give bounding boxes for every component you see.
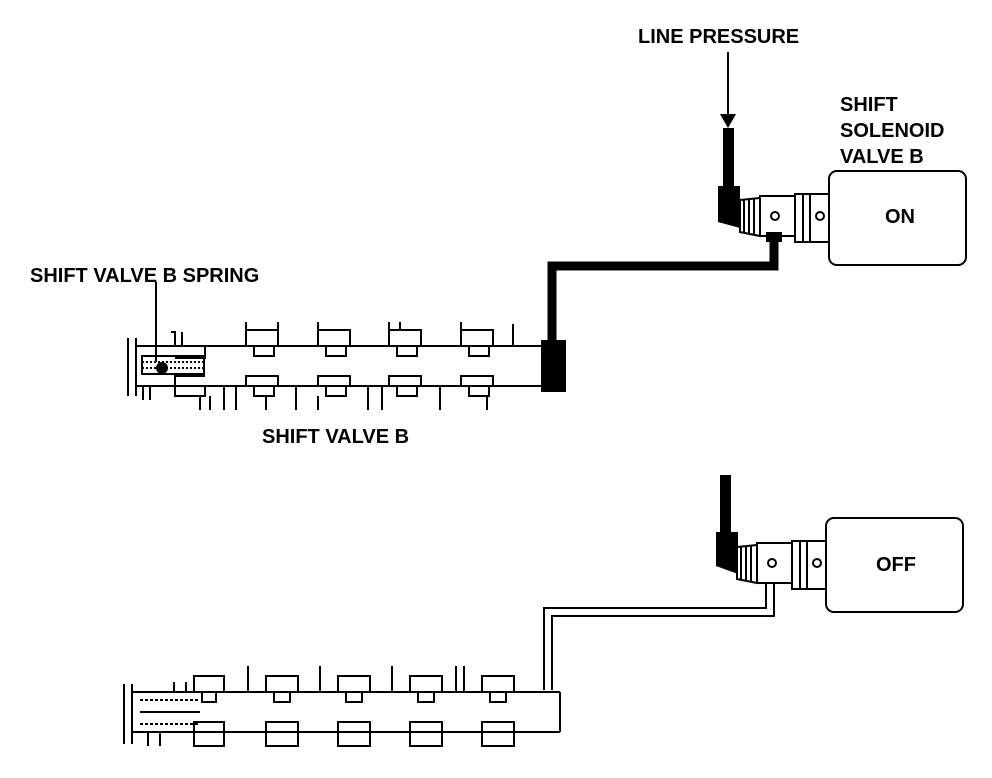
spring-callout-dot bbox=[156, 362, 168, 374]
pressure-passage-off bbox=[543, 583, 775, 690]
solenoid-valve-off: OFF bbox=[736, 517, 964, 613]
solenoid-state-off: OFF bbox=[876, 554, 916, 576]
solenoid-label-line2: SOLENOID bbox=[840, 120, 944, 142]
valve-label: SHIFT VALVE B bbox=[262, 426, 409, 448]
solenoid-label-line1: SHIFT bbox=[840, 94, 898, 116]
shift-valve-top bbox=[127, 322, 541, 410]
pressure-passage-on bbox=[541, 240, 779, 392]
solenoid-state-on: ON bbox=[885, 206, 915, 228]
solenoid-valve-on: ON bbox=[739, 170, 967, 266]
spring-label: SHIFT VALVE B SPRING bbox=[30, 265, 259, 287]
solenoid-label-line3: VALVE B bbox=[840, 146, 924, 168]
line-pressure-arrow bbox=[718, 52, 740, 228]
line-pressure-pipe-off bbox=[716, 475, 738, 574]
line-pressure-label: LINE PRESSURE bbox=[638, 26, 799, 48]
shift-valve-bottom bbox=[123, 666, 561, 747]
